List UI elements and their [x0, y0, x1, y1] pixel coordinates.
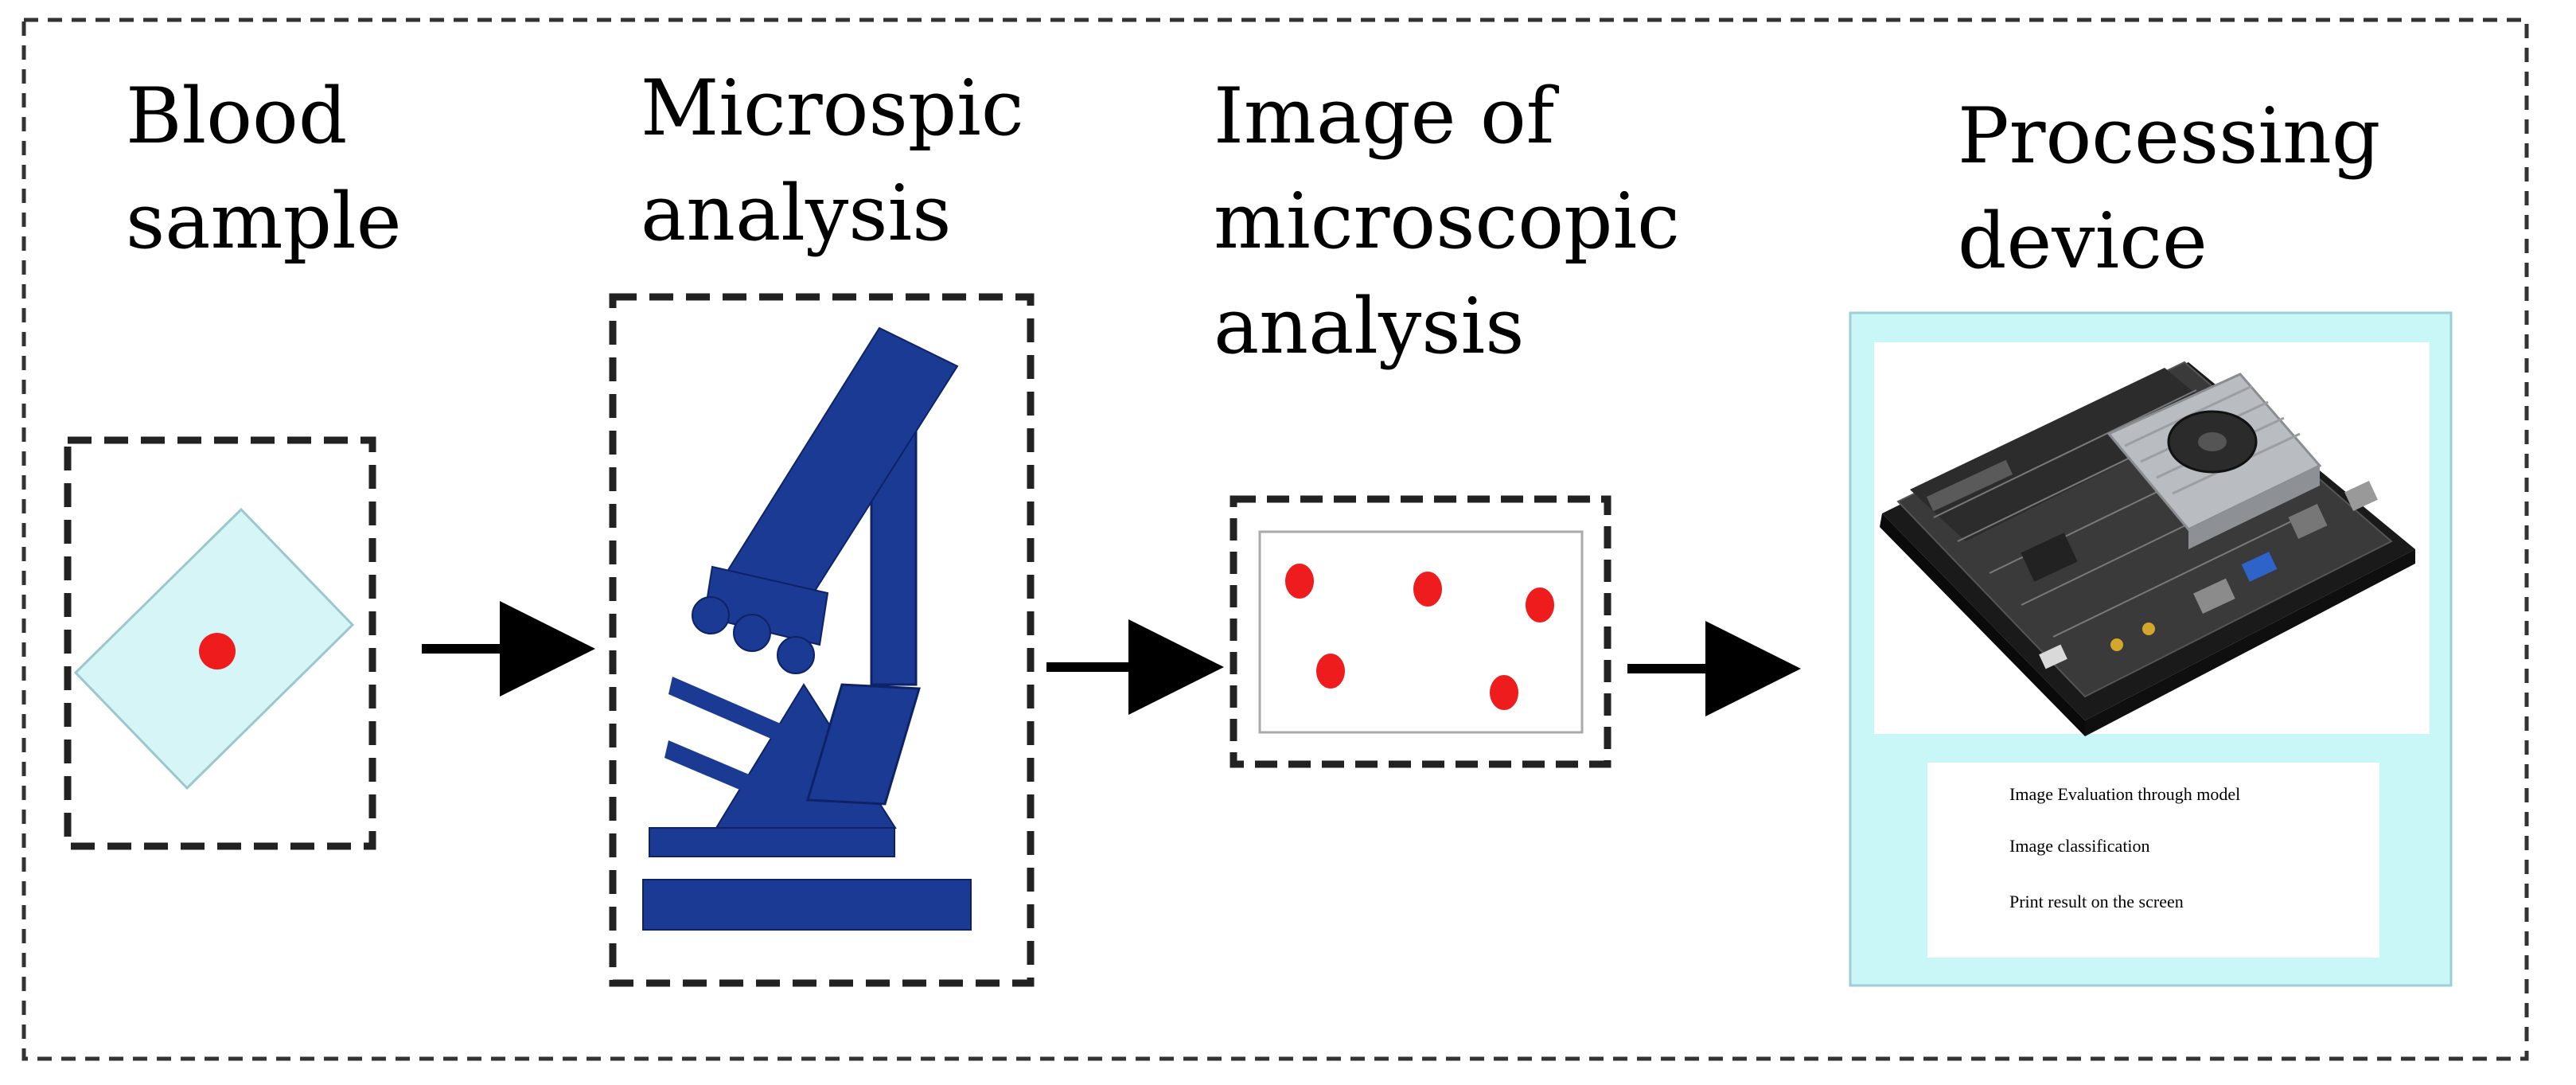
cell-dot: [1285, 564, 1314, 599]
outer-frame: [21, 18, 2529, 1061]
image-title-line2: microscopic: [1214, 177, 1680, 266]
microscopic-title-line1: Microspic: [641, 64, 1024, 153]
blood-sample-title: Blood sample: [126, 64, 402, 274]
steps-box: [1927, 763, 2379, 958]
blood-sample-box: [64, 436, 376, 850]
cells-group: [1285, 564, 1554, 710]
image-title-line3: analysis: [1214, 282, 1525, 371]
cell-dot: [1316, 654, 1345, 689]
blood-sample-title-line1: Blood: [126, 72, 348, 161]
processing-title-line2: device: [1958, 197, 2208, 286]
blood-slide-icon: [73, 507, 355, 790]
micro-image-frame: [1258, 530, 1584, 734]
processing-step-2: Image classification: [2009, 836, 2150, 856]
processing-step-3: Print result on the screen: [2009, 892, 2184, 911]
image-title-line1: Image of: [1214, 72, 1555, 161]
cell-dot: [1413, 572, 1442, 607]
computer-board-icon: [1880, 361, 2415, 736]
blood-sample-title-line2: sample: [126, 177, 402, 266]
microscopic-title-line2: analysis: [641, 169, 952, 258]
processing-step-1: Image Evaluation through model: [2009, 784, 2241, 804]
microscope-icon: [642, 326, 972, 931]
cell-dot: [1526, 587, 1554, 623]
processing-title: Processing device: [1958, 84, 2380, 294]
processing-title-line1: Processing: [1958, 92, 2381, 181]
microscopic-title: Microspic analysis: [641, 56, 1024, 266]
image-box: [1230, 495, 1611, 768]
image-title: Image of microscopic analysis: [1214, 64, 1680, 379]
blood-drop: [199, 633, 236, 669]
cell-dot: [1490, 675, 1518, 710]
